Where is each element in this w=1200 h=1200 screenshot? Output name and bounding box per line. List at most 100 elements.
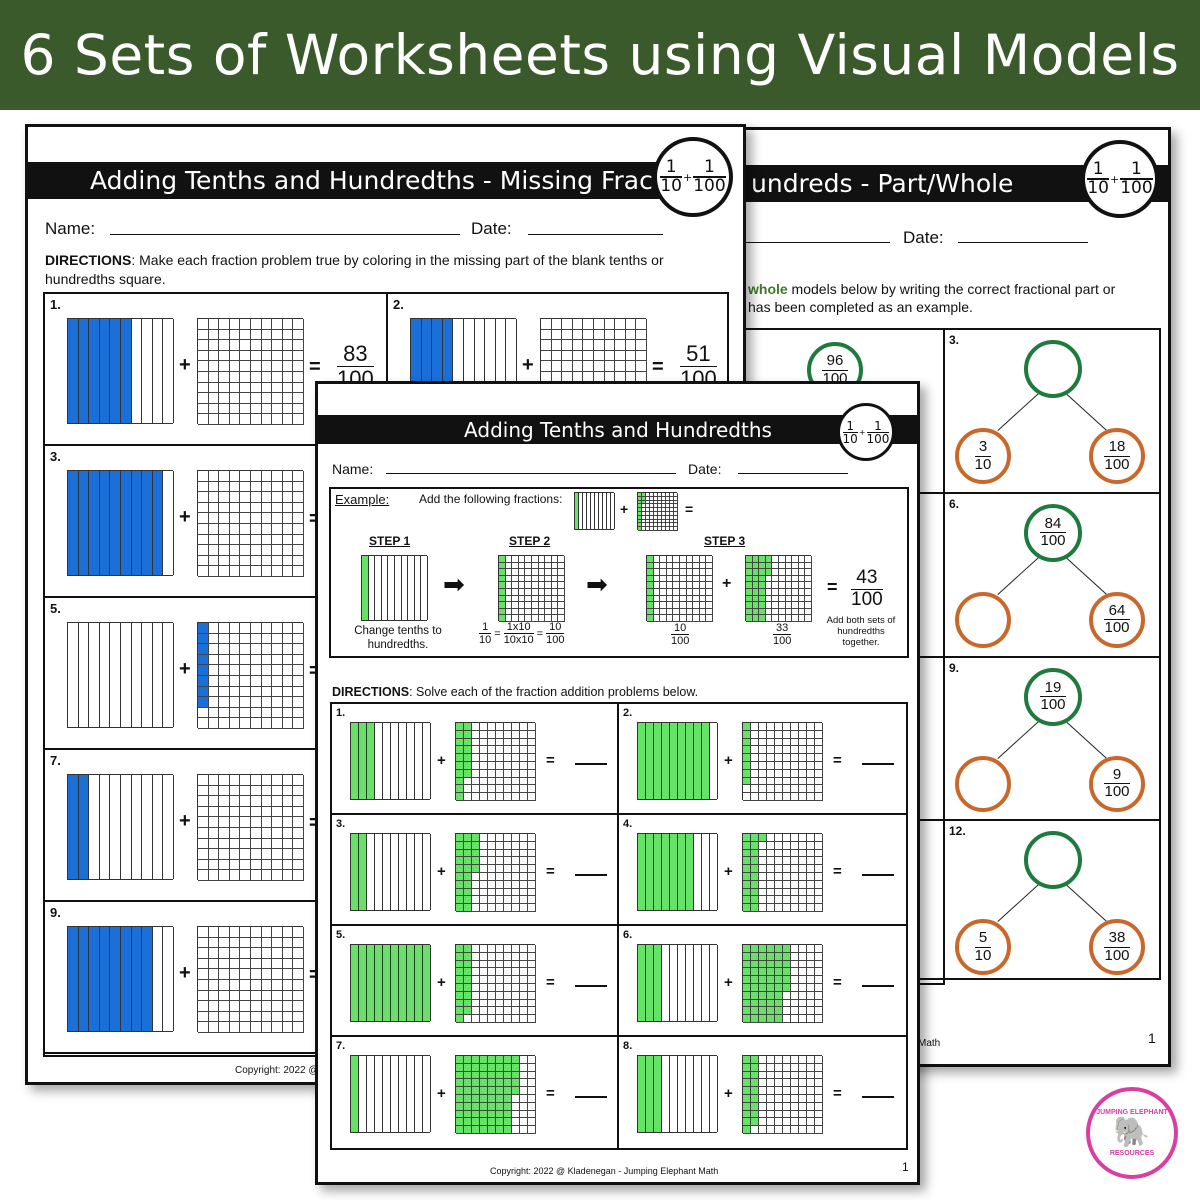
hundredths-cell xyxy=(240,361,251,372)
answer-blank[interactable] xyxy=(575,1096,607,1098)
hundredths-cell xyxy=(662,523,666,528)
hundredths-cell xyxy=(282,927,294,938)
hundredths-cell xyxy=(528,904,536,912)
hundredths-cell xyxy=(219,361,230,372)
hundredths-cell xyxy=(660,556,667,563)
hundredths-cell xyxy=(504,1118,512,1127)
hundredths-cell xyxy=(783,968,791,977)
hundredths-cell xyxy=(480,730,488,739)
hundredths-cell xyxy=(815,793,823,801)
elephant-icon: 🐘 xyxy=(1113,1116,1151,1149)
answer-blank[interactable] xyxy=(862,874,894,876)
hundredths-cell xyxy=(512,746,520,755)
hundredths-cell xyxy=(512,960,520,969)
hundredths-cell xyxy=(261,969,273,980)
hundredths-cell xyxy=(518,575,526,583)
hundredths-cell xyxy=(520,1110,528,1119)
hundredths-cell xyxy=(799,1126,807,1134)
tenths-column xyxy=(401,556,409,620)
hundredths-cell xyxy=(751,991,759,1000)
hundredths-cell xyxy=(261,654,273,666)
worksheet-title: Adding Tenths and Hundredths xyxy=(464,417,772,442)
hundredths-cell xyxy=(799,968,807,977)
hundredths-cell xyxy=(807,865,815,873)
hundredths-cell xyxy=(783,849,791,858)
tenths-column xyxy=(391,723,399,799)
hundredths-cell xyxy=(251,806,262,818)
hundredths-cell xyxy=(815,976,823,984)
hundredths-cell xyxy=(752,615,760,622)
hundredths-cell xyxy=(751,849,759,858)
hundredths-cell xyxy=(520,754,528,762)
hundredths-cell xyxy=(496,1110,504,1119)
hundredths-cell xyxy=(272,329,283,341)
hundredths-cell xyxy=(751,841,759,850)
date-line xyxy=(528,234,663,235)
hundredths-cell xyxy=(767,976,775,984)
hundredths-cell xyxy=(488,1087,496,1095)
hundredths-cell xyxy=(499,595,506,603)
hundredths-cell xyxy=(791,762,799,770)
hundredths-cell xyxy=(219,623,230,634)
hundredths-cell xyxy=(229,361,241,372)
hundredths-cell xyxy=(759,880,767,889)
tenths-column xyxy=(121,775,132,879)
hundredths-cell xyxy=(528,888,536,897)
hundredths-cell xyxy=(208,937,220,949)
hundredths-cell xyxy=(815,880,823,889)
hundredths-cell xyxy=(783,865,791,873)
problem-number: 2. xyxy=(393,297,404,312)
hundredths-cell xyxy=(767,841,775,850)
hundredths-cell xyxy=(504,1056,512,1064)
hundredths-cell xyxy=(293,654,304,666)
hundredths-cell xyxy=(791,1063,799,1072)
hundredths-cell xyxy=(282,502,294,514)
hundredths-cell xyxy=(229,817,241,828)
hundredths-cell xyxy=(783,723,791,731)
hundredths-cell xyxy=(765,602,773,609)
hundredths-cell xyxy=(767,834,775,842)
tenths-column xyxy=(383,834,391,910)
hundredths-cell xyxy=(525,575,532,583)
hundredths-cell xyxy=(512,1110,520,1119)
hundredths-cell xyxy=(240,665,251,676)
hundredths-cell xyxy=(520,730,528,739)
answer-blank[interactable] xyxy=(575,985,607,987)
hundredths-cell xyxy=(512,582,519,589)
hundredths-cell xyxy=(765,589,773,596)
hundredths-cell xyxy=(208,849,220,860)
hundredths-cell xyxy=(208,481,220,493)
hundredths-cell xyxy=(480,762,488,770)
hundredths-cell xyxy=(520,1102,528,1111)
hundredths-cell xyxy=(815,999,823,1008)
hundredths-cell xyxy=(541,340,552,351)
hundredths-cell xyxy=(504,991,512,1000)
hundredths-cell xyxy=(512,952,520,961)
answer-blank[interactable] xyxy=(575,763,607,765)
hundredths-cell xyxy=(674,527,678,531)
hundredths-cell xyxy=(496,754,504,762)
hundredths-cell xyxy=(464,841,472,850)
answer-blank[interactable] xyxy=(862,763,894,765)
hundredths-cell xyxy=(520,984,528,992)
hundredths-cell xyxy=(480,1118,488,1127)
hundredths-cell xyxy=(219,319,230,330)
hundredths-cell xyxy=(240,654,251,666)
hundredths-cell xyxy=(488,1079,496,1088)
hundredths-cell xyxy=(636,340,647,351)
hundredths-cell xyxy=(240,319,251,330)
hundredths-cell xyxy=(472,754,480,762)
answer-blank[interactable] xyxy=(862,985,894,987)
hundredths-cell xyxy=(272,555,283,567)
hundredths-cell xyxy=(783,1071,791,1080)
hundredths-cell xyxy=(783,952,791,961)
problem-number: 12. xyxy=(949,824,966,839)
tenths-column xyxy=(152,775,164,879)
hundredths-cell xyxy=(666,595,674,603)
hundredths-cell xyxy=(272,785,283,797)
answer-blank[interactable] xyxy=(862,1096,894,1098)
answer-blank[interactable] xyxy=(575,874,607,876)
tenths-column xyxy=(163,471,174,575)
hundredths-cell xyxy=(229,849,241,860)
